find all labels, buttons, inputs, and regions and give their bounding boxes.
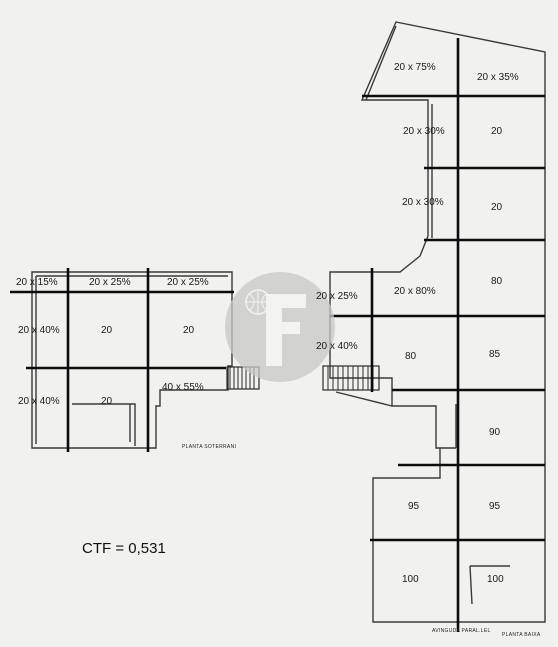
ground-cell-label: 90 [489, 427, 501, 438]
basement-cell-label: 20 x 15% [16, 277, 58, 288]
ground-cell-label: 100 [402, 574, 419, 585]
ground-plan [322, 21, 546, 632]
ground-cell-label: 20 x 30% [402, 197, 444, 208]
watermark-logo-icon [225, 272, 335, 382]
ground-cell-label: 85 [489, 349, 501, 360]
ground-cell-label: 20 x 80% [394, 286, 436, 297]
basement-inner-wall [35, 275, 228, 446]
ground-cell-label: 95 [489, 501, 501, 512]
ground-cell-label: 20 x 35% [477, 72, 519, 83]
ground-cell-label: 95 [408, 501, 420, 512]
basement-cell-label: 20 x 40% [18, 325, 60, 336]
basement-cell-label: 20 [101, 396, 113, 407]
ground-cell-label: 20 x 75% [394, 62, 436, 73]
ctf-value: CTF = 0,531 [82, 540, 166, 557]
basement-plan [10, 268, 260, 452]
ground-cell-label: 80 [405, 351, 417, 362]
ground-cell-label: 20 x 30% [403, 126, 445, 137]
ground-cell-label: 20 [491, 202, 503, 213]
ground-cell-label: 20 x 25% [316, 291, 358, 302]
ground-street-name: AVINGUDA PARAL.LEL [432, 628, 491, 634]
basement-cell-label: 20 x 25% [167, 277, 209, 288]
basement-floor-name: PLANTA SOTERRANI [182, 444, 236, 450]
basement-cell-label: 20 x 40% [18, 396, 60, 407]
basement-cell-label: 20 x 25% [89, 277, 131, 288]
basement-cell-label: 40 x 55% [162, 382, 204, 393]
ground-floor-name: PLANTA BAIXA [502, 632, 541, 638]
ground-cell-label: 100 [487, 574, 504, 585]
basement-cell-label: 20 [183, 325, 195, 336]
ground-labels: 20 x 75% 20 x 35% 20 x 30% 20 20 x 30% 2… [316, 62, 541, 638]
basement-cell-label: 20 [101, 325, 113, 336]
ground-stairs-icon [322, 365, 380, 391]
ground-cell-label: 20 x 40% [316, 341, 358, 352]
ground-cell-label: 80 [491, 276, 503, 287]
basement-outline [31, 271, 233, 449]
ground-outline [329, 21, 546, 623]
ground-cell-label: 20 [491, 126, 503, 137]
basement-labels: 20 x 15% 20 x 25% 20 x 25% 20 x 40% 20 2… [16, 277, 236, 450]
